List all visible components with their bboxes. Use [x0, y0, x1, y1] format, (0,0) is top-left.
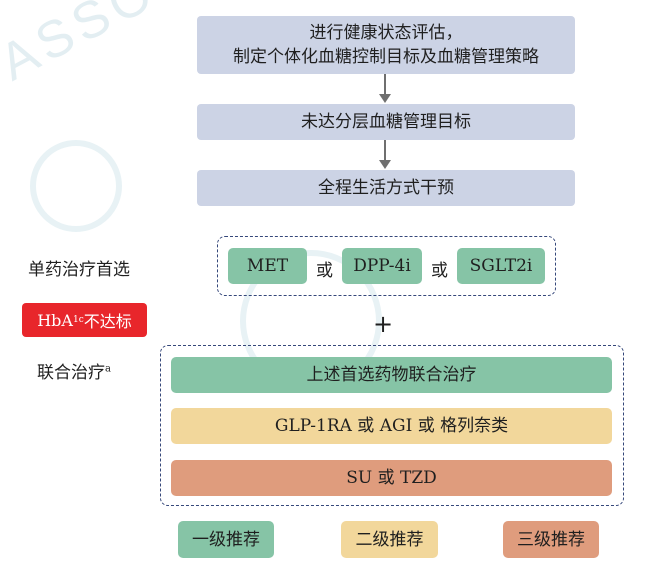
combination-label: 联合治疗a: [37, 358, 111, 383]
badge-suffix: 不达标: [83, 312, 132, 331]
legend-level3: 三级推荐: [503, 521, 599, 558]
monotherapy-group: [217, 236, 556, 296]
combination-label-text: 联合治疗: [37, 363, 105, 383]
or-text: 或: [431, 261, 448, 281]
arrow-down-icon: [378, 140, 392, 169]
monotherapy-label: 单药治疗首选: [28, 260, 130, 280]
flow-step-lifestyle: 全程生活方式干预: [197, 170, 575, 206]
combination-group: [160, 345, 624, 506]
combo-second-line: GLP-1RA 或 AGI 或 格列奈类: [171, 408, 612, 444]
combination-footnote-mark: a: [105, 363, 111, 375]
combo-preferred-drugs: 上述首选药物联合治疗: [171, 357, 612, 393]
legend-level1: 一级推荐: [178, 521, 274, 558]
combo-third-line: SU 或 TZD: [171, 460, 612, 496]
arrow-down-icon: [378, 74, 392, 103]
drug-dpp4i: DPP-4i: [342, 248, 422, 284]
or-text: 或: [316, 261, 333, 281]
plus-sign: +: [373, 310, 394, 338]
drug-met: MET: [228, 248, 307, 284]
badge-subscript: 1c: [72, 315, 84, 325]
drug-sglt2i: SGLT2i: [457, 248, 545, 284]
flow-step-target-not-met: 未达分层血糖管理目标: [197, 104, 575, 140]
flow-step-assessment: 进行健康状态评估， 制定个体化血糖控制目标及血糖管理策略: [197, 16, 575, 74]
watermark-shape: [30, 140, 122, 232]
legend-level2: 二级推荐: [341, 521, 438, 558]
badge-prefix: HbA: [37, 310, 73, 330]
